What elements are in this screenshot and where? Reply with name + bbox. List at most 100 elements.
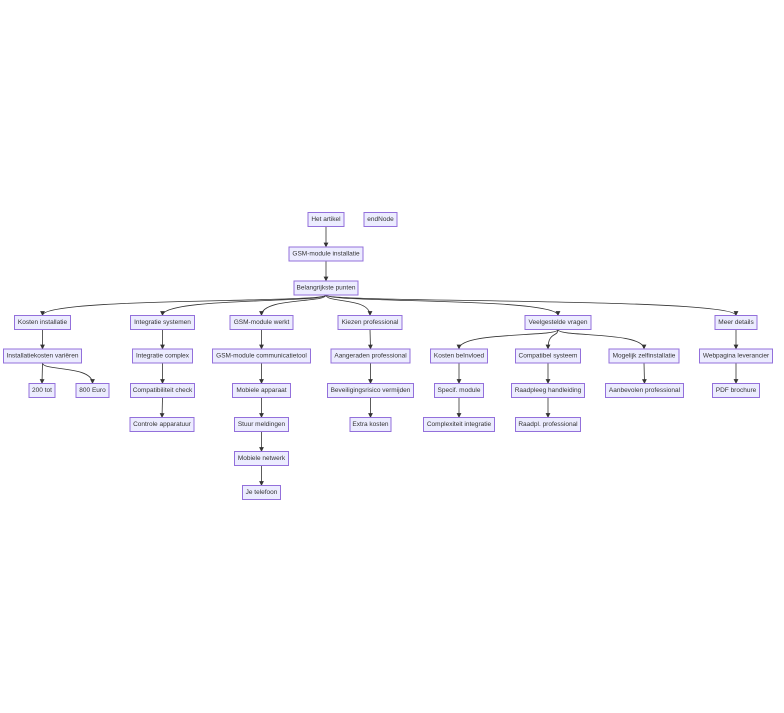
node-kosten-varieren: Installatiekosten variëren — [3, 348, 82, 364]
node-label: Mobiele netwerk — [238, 455, 286, 462]
node-raadpleeg: Raadpleeg handleiding — [511, 383, 585, 398]
node-label: endNode — [367, 216, 394, 223]
node-label: Complexiteit integratie — [427, 421, 492, 428]
node-aanbevolen: Aanbevolen professional — [605, 383, 684, 398]
node-label: Aangeraden professional — [334, 353, 407, 360]
node-label: Stuur meldingen — [238, 421, 286, 428]
edge-kosten-varieren-to-k200 — [39, 362, 45, 384]
node-box — [712, 383, 760, 398]
node-box — [130, 383, 195, 398]
node-box — [608, 348, 680, 364]
node-raadpl-prof: Raadpl. professional — [515, 417, 581, 432]
node-label: Specif. module — [438, 387, 481, 394]
node-k800: 800 Euro — [75, 383, 110, 398]
node-mobiele-netw: Mobiele netwerk — [234, 451, 289, 466]
node-compat-check: Compatibiliteit check — [130, 383, 195, 398]
node-box — [363, 212, 398, 227]
node-box — [337, 315, 403, 330]
edge-veelgestelde-to-kosten-beinv — [456, 329, 559, 350]
node-box — [349, 417, 392, 432]
node-mobiele-app: Mobiele apparaat — [232, 383, 291, 398]
node-label: GSM-module installatie — [292, 251, 360, 258]
node-label: Compatibiliteit check — [133, 387, 193, 394]
node-label: Extra kosten — [352, 421, 389, 428]
node-kosten-install: Kosten installatie — [14, 315, 71, 330]
node-label: Integratie complex — [136, 353, 190, 360]
node-label: Beveiligingsrisico vermijden — [331, 387, 411, 394]
node-kiezen-prof: Kiezen professional — [337, 315, 403, 330]
node-box — [430, 348, 488, 364]
edge-belangrijkste-to-meer-details — [325, 294, 739, 316]
node-veelgestelde: Veelgestelde vragen — [524, 315, 592, 330]
node-label: Raadpleeg handleiding — [515, 387, 582, 394]
node-specif-module: Specif. module — [434, 383, 484, 398]
node-kosten-beinv: Kosten beïnvloed — [430, 348, 488, 364]
node-integratie-complex: Integratie complex — [132, 348, 193, 364]
node-box — [242, 485, 281, 500]
node-box — [234, 451, 289, 466]
node-label: Webpagina leverancier — [703, 353, 770, 360]
node-box — [288, 246, 364, 262]
node-box — [232, 383, 291, 398]
node-box — [434, 383, 484, 398]
node-box — [229, 315, 294, 330]
node-box — [293, 280, 359, 296]
node-beveiliging: Beveiligingsrisico vermijden — [327, 383, 414, 398]
node-box — [129, 417, 195, 432]
node-box — [605, 383, 684, 398]
node-box — [212, 348, 311, 364]
edge-compat-check-to-controle-app — [159, 397, 165, 418]
node-label: Integratie systemen — [134, 319, 191, 326]
node-je-telefoon: Je telefoon — [242, 485, 281, 500]
edge-layer — [39, 226, 739, 486]
node-gsm-werkt: GSM-module werkt — [229, 315, 294, 330]
node-integratie-sys: Integratie systemen — [130, 315, 195, 330]
node-label: Kosten beïnvloed — [434, 353, 485, 360]
node-box — [130, 315, 195, 330]
node-label: Belangrijkste punten — [297, 285, 356, 292]
node-compat-sys: Compatibel systeem — [515, 348, 581, 364]
node-label: Mobiele apparaat — [236, 387, 286, 394]
node-het-artikel: Het artikel — [307, 212, 345, 227]
node-box — [699, 348, 773, 364]
node-aangeraden: Aangeraden professional — [330, 348, 411, 364]
node-end-node: endNode — [363, 212, 398, 227]
node-label: 800 Euro — [79, 387, 106, 394]
node-stuur-meld: Stuur meldingen — [234, 417, 289, 432]
node-label: Raadpl. professional — [518, 421, 578, 428]
edge-kosten-varieren-to-k800 — [42, 362, 95, 384]
node-label: Veelgestelde vragen — [529, 319, 588, 326]
node-label: Je telefoon — [246, 489, 278, 496]
edge-veelgestelde-to-mogelijk-zelf — [557, 329, 647, 350]
node-extra-kosten: Extra kosten — [349, 417, 392, 432]
node-label: 200 tot — [32, 387, 52, 394]
node-box — [330, 348, 411, 364]
edge-belangrijkste-to-integratie-sys — [160, 294, 327, 316]
node-label: Installatiekosten variëren — [7, 353, 79, 360]
node-box — [423, 417, 495, 432]
node-webpagina: Webpagina leverancier — [699, 348, 773, 364]
edge-mogelijk-zelf-to-aanbevolen — [641, 362, 647, 384]
node-controle-app: Controle apparatuur — [129, 417, 195, 432]
node-box — [714, 315, 758, 330]
node-complexiteit: Complexiteit integratie — [423, 417, 495, 432]
edge-belangrijkste-to-veelgestelde — [325, 294, 561, 316]
node-label: GSM-module werkt — [234, 319, 290, 326]
node-meer-details: Meer details — [714, 315, 758, 330]
node-gsm-comm: GSM-module communicatietool — [212, 348, 311, 364]
node-label: Controle apparatuur — [133, 421, 192, 428]
node-gsm-install: GSM-module installatie — [288, 246, 364, 262]
edge-belangrijkste-to-kiezen-prof — [325, 294, 373, 316]
node-box — [515, 348, 581, 364]
node-box — [3, 348, 82, 364]
node-pdf: PDF brochure — [712, 383, 760, 398]
node-label: PDF brochure — [716, 387, 757, 394]
node-box — [234, 417, 289, 432]
node-box — [327, 383, 414, 398]
node-label: Mogelijk zelfinstallatie — [613, 353, 676, 360]
node-label: GSM-module communicatietool — [216, 353, 307, 360]
node-label: Kosten installatie — [18, 319, 68, 326]
edge-belangrijkste-to-kosten-install — [40, 294, 327, 316]
